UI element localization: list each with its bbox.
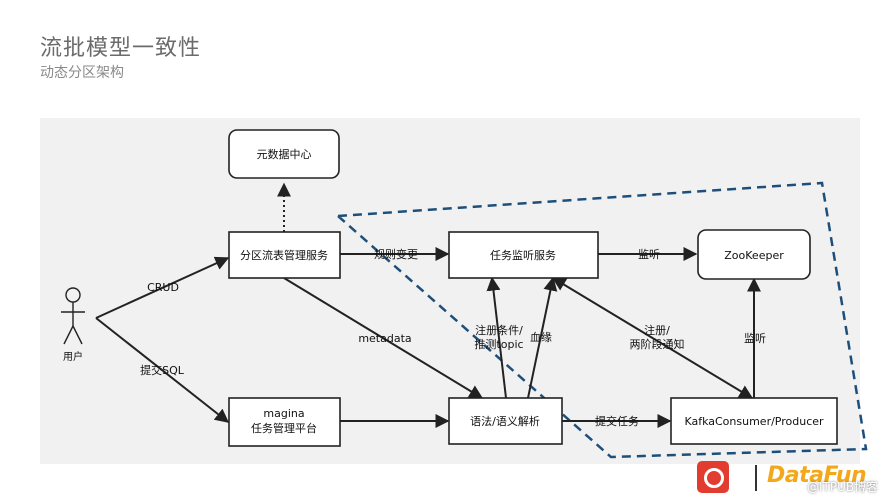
user-actor-icon [61, 287, 85, 345]
edge-label-monitor-zk: 监听 [638, 248, 660, 261]
edge-label-register2-2: 两阶段通知 [630, 337, 685, 351]
node-kafka-label: KafkaConsumer/Producer [684, 415, 824, 428]
edge-user-to-partition [95, 256, 230, 319]
edge-label-crud: CRUD [147, 281, 179, 294]
edge-label-register-1: 注册条件/ [475, 323, 523, 337]
dynamic-partition-boundary [334, 181, 868, 459]
edge-label-metadata: metadata [358, 332, 411, 345]
user-actor-label: 用户 [63, 350, 83, 363]
node-zookeeper [697, 229, 811, 280]
node-parser-label: 语法/语义解析 [470, 414, 540, 428]
datafun-logo: DataFun [767, 463, 867, 488]
node-magina [228, 397, 341, 447]
logo-divider [755, 465, 757, 491]
node-metadata-center-label: 元数据中心 [257, 147, 312, 161]
edge-label-register2-1: 注册/ [644, 323, 670, 337]
edge-label-rule-change: 规则变更 [374, 247, 418, 261]
edge-label-submit-sql: 提交SQL [140, 363, 185, 377]
node-task-monitor-label: 任务监听服务 [490, 249, 556, 262]
node-magina-label-1: magina [263, 407, 304, 420]
node-zookeeper-label: ZooKeeper [724, 249, 784, 262]
edge-label-submit-task: 提交任务 [595, 414, 639, 428]
edge-label-lineage: 血缘 [530, 330, 552, 344]
node-task-monitor [448, 231, 599, 279]
edge-user-to-magina [95, 317, 230, 423]
branding-footer: DataFun @ITPUB博客 [697, 459, 887, 499]
node-partition-service-label: 分区流表管理服务 [240, 248, 328, 262]
watermark-text: @ITPUB博客 [807, 480, 879, 494]
edge-parser-to-taskmonitor-lineage [527, 276, 558, 399]
netease-logo-icon [697, 461, 729, 493]
edge-label-monitor-kafka: 监听 [744, 332, 766, 345]
node-metadata-center [228, 129, 340, 179]
node-partition-service [228, 231, 341, 279]
edge-kafka-to-taskmonitor [551, 277, 754, 399]
node-parser [448, 397, 563, 445]
page-title: 流批模型一致性 [40, 36, 202, 61]
edge-parser-to-taskmonitor-register [486, 276, 507, 399]
edge-partition-to-parser [283, 277, 484, 399]
page-subtitle: 动态分区架构 [40, 65, 124, 81]
node-kafka [670, 397, 838, 445]
node-magina-label-2: 任务管理平台 [251, 421, 317, 435]
edge-label-register-2: 推测topic [474, 337, 523, 351]
